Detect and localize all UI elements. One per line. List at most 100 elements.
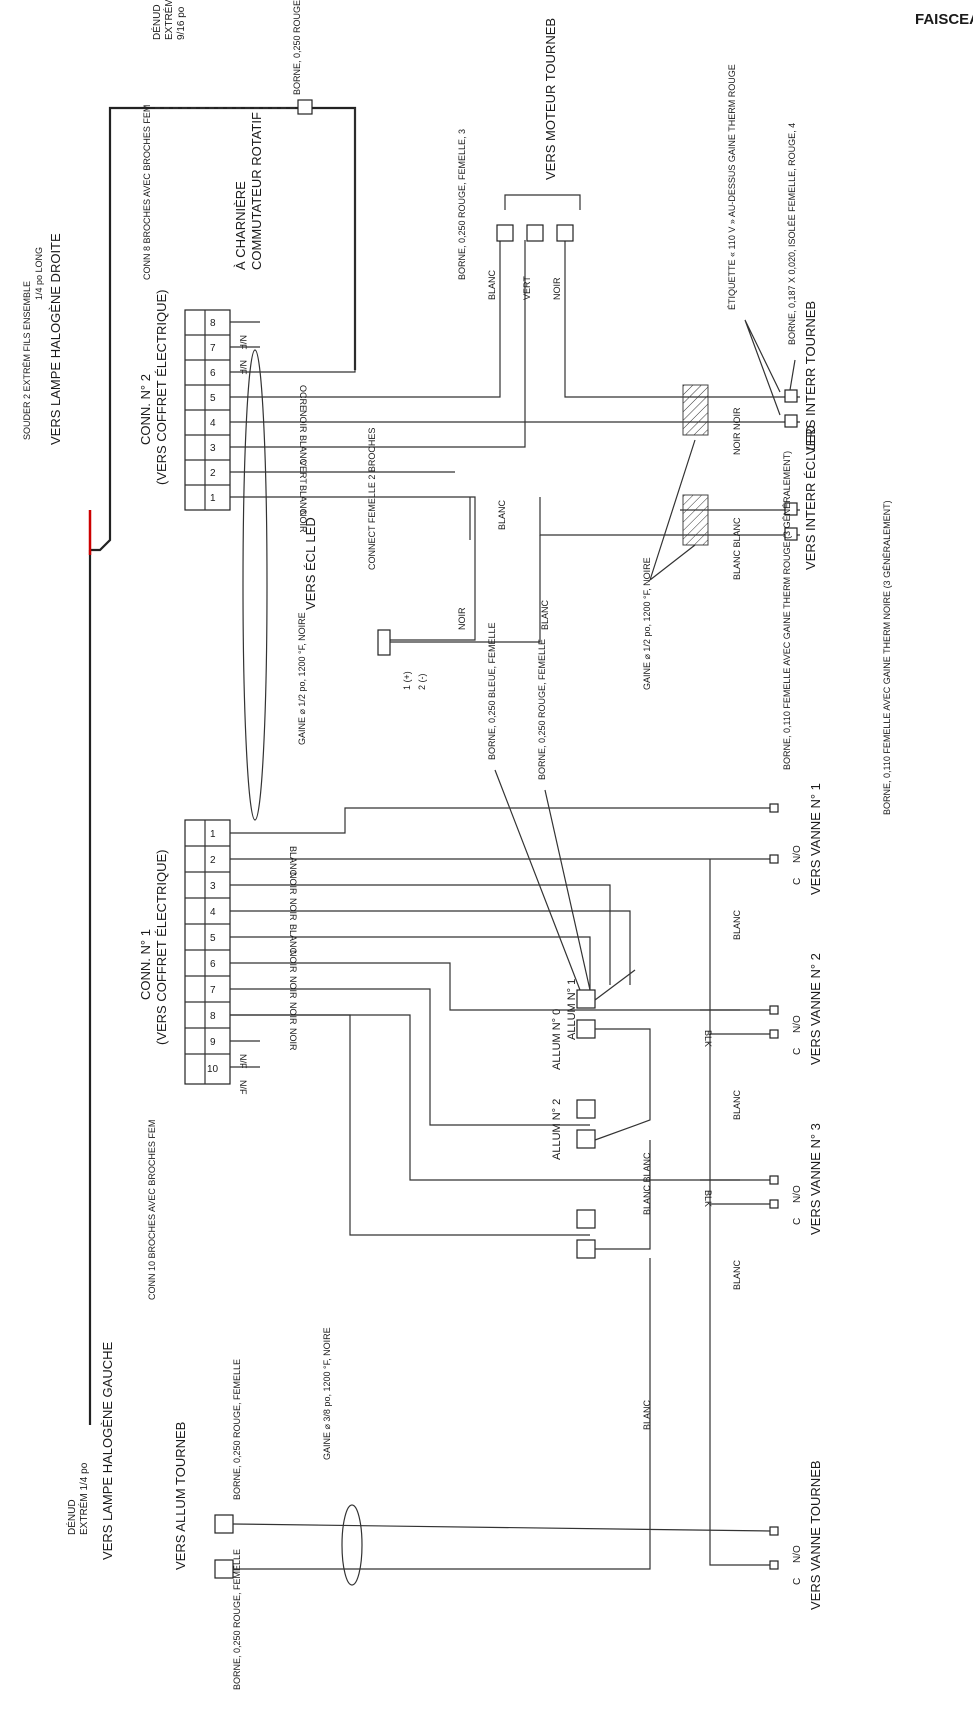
svg-text:C: C	[792, 878, 803, 885]
solder-note: SOUDER 2 EXTRÉM FILS ENSEMBLE	[22, 281, 32, 440]
svg-text:1: 1	[210, 829, 216, 840]
conn2-block	[184, 309, 231, 511]
svg-text:BLK: BLK	[703, 1190, 713, 1207]
tourneb-term-bottom: BORNE, 0,250 ROUGE, FEMELLE	[232, 1549, 242, 1690]
svg-text:6: 6	[210, 368, 216, 379]
sleeve-main-label: GAINE ⌀ 1/2 po, 1200 °F, NOIRE	[297, 612, 307, 745]
ignitor-2-label: ALLUM N° 2	[551, 1099, 563, 1160]
tourneb-wires: NOIR NOIR	[732, 407, 742, 455]
svg-text:2: 2	[210, 855, 216, 866]
svg-text:NOIR: NOIR	[288, 1028, 298, 1051]
conn2-title2: (VERS COFFRET ÉLECTRIQUE)	[154, 289, 169, 485]
svg-text:5: 5	[210, 393, 216, 404]
strip-top-1: DÉNUD	[150, 4, 163, 40]
svg-text:BLK: BLK	[703, 1030, 713, 1047]
svg-text:BLANC: BLANC	[298, 435, 308, 466]
svg-text:1: 1	[210, 493, 216, 504]
svg-text:NOIR: NOIR	[552, 277, 562, 300]
motor-terminal-1	[496, 224, 514, 242]
svg-text:NOIR: NOIR	[288, 872, 298, 895]
conn1-note: CONN 10 BROCHES AVEC BROCHES FEM	[147, 1120, 157, 1300]
led-switch-wires: BLANC BLANC	[732, 517, 742, 580]
svg-text:BLANC: BLANC	[540, 599, 550, 630]
ignitor-1-label: ALLUM N° 1	[566, 979, 578, 1040]
svg-text:2: 2	[210, 468, 216, 479]
ignitor-3a	[576, 1209, 596, 1229]
ignitor-2a	[576, 1099, 596, 1119]
svg-text:N/O: N/O	[792, 1015, 803, 1033]
bottom-sleeve	[341, 1504, 363, 1586]
ignitor-1b	[576, 1019, 596, 1039]
tourneb-ignitor-label: VERS ALLUM TOURNEB	[173, 1422, 188, 1570]
valve-term-red: BORNE, 0,250 ROUGE, FEMELLE	[537, 639, 547, 780]
tourneb-term-top: BORNE, 0,250 ROUGE, FEMELLE	[232, 1359, 242, 1500]
valve-term-therm-red: BORNE, 0,110 FEMELLE AVEC GAINE THERM RO…	[782, 451, 792, 770]
svg-text:NOIR: NOIR	[298, 510, 308, 533]
heatshrink-tourneb	[682, 384, 709, 436]
svg-text:NOIR: NOIR	[288, 898, 298, 921]
svg-text:BLANC: BLANC	[732, 1259, 742, 1290]
svg-text:N/F: N/F	[238, 360, 248, 375]
lamp-wire	[88, 106, 357, 1425]
svg-text:1 (+): 1 (+)	[402, 671, 412, 690]
svg-text:N/O: N/O	[792, 1185, 803, 1203]
valve-term-therm-black: BORNE, 0,110 FEMELLE AVEC GAINE THERM NO…	[882, 500, 892, 815]
conn2-note: CONN 8 BROCHES AVEC BROCHES FEM	[142, 105, 152, 280]
svg-text:BLANC: BLANC	[732, 1089, 742, 1120]
conn1-block	[184, 819, 231, 1085]
svg-text:BLANC: BLANC	[288, 846, 298, 877]
conn2-title1: CONN. N° 2	[138, 374, 153, 445]
valve-3: CN/O VERS VANNE N° 3	[769, 1123, 823, 1235]
svg-text:NOIR: NOIR	[298, 410, 308, 433]
lamp-right-label: VERS LAMPE HALOGÈNE DROITE	[48, 233, 63, 445]
motor-terminal-3	[556, 224, 574, 242]
svg-text:10: 10	[207, 1064, 219, 1075]
main-sleeve	[242, 349, 268, 821]
motor-label: VERS MOTEUR TOURNEB	[543, 18, 558, 180]
hinge-terminal	[297, 99, 313, 115]
svg-text:VERT: VERT	[298, 460, 308, 484]
hinge-line1: À CHARNIÈRE	[233, 181, 248, 270]
led-switch-label: VERS INTERR ÉCL LED	[803, 425, 818, 570]
lamp-left-label: VERS LAMPE HALOGÈNE GAUCHE	[100, 1342, 115, 1560]
hinge-terminal-label: BORNE, 0,250 ROUGE, FEMELLE	[292, 0, 302, 95]
tourneb-ignitor-b	[214, 1559, 234, 1579]
hinge-line2: COMMUTATEUR ROTATIF	[249, 112, 264, 270]
conn1-title1: CONN. N° 1	[138, 929, 153, 1000]
svg-text:VERS VANNE N° 2: VERS VANNE N° 2	[808, 953, 823, 1065]
svg-text:3: 3	[210, 443, 216, 454]
motor-terminal-2	[526, 224, 544, 242]
svg-text:3: 3	[210, 881, 216, 892]
svg-text:N/F: N/F	[238, 1080, 248, 1095]
svg-text:VERS VANNE N° 3: VERS VANNE N° 3	[808, 1123, 823, 1235]
svg-text:VERT: VERT	[522, 276, 532, 300]
conn1-pins: 1 2 3 4 5 6 7 8 9 10	[207, 829, 219, 1075]
tourneb-tag: ÉTIQUETTE « 110 V » AU-DESSUS GAINE THER…	[727, 64, 737, 310]
page-title: FAISCEA	[915, 11, 973, 28]
svg-text:NOIR: NOIR	[288, 976, 298, 999]
svg-text:N/O: N/O	[792, 845, 803, 863]
valve-tourneb: CN/O VERS VANNE TOURNEB	[769, 1460, 823, 1610]
ignitor-0-label: ALLUM N° 0	[551, 1009, 563, 1070]
conn2-pins: 8 7 6 5 4 3 2 1	[210, 318, 216, 504]
svg-text:VERS VANNE TOURNEB: VERS VANNE TOURNEB	[808, 1460, 823, 1610]
valve-2: CN/O VERS VANNE N° 2	[769, 953, 823, 1065]
sleeve-small-label: GAINE ⌀ 1/2 po, 1200 °F, NOIRE	[642, 557, 652, 690]
conn1-title2: (VERS COFFRET ÉLECTRIQUE)	[154, 849, 169, 1045]
svg-text:BLANC: BLANC	[732, 909, 742, 940]
svg-text:2 (-): 2 (-)	[417, 674, 427, 691]
strip-top-2: EXTRÉM	[162, 0, 175, 40]
svg-text:BLANC: BLANC	[642, 1399, 652, 1430]
svg-text:NOIR: NOIR	[288, 1002, 298, 1025]
ignitor-3b	[576, 1239, 596, 1259]
svg-text:BLANC: BLANC	[487, 269, 497, 300]
svg-text:5: 5	[210, 933, 216, 944]
heatshrink-led	[682, 494, 709, 546]
ignitor-1a	[576, 989, 596, 1009]
svg-text:9: 9	[210, 1037, 216, 1048]
svg-text:VERS VANNE N° 1: VERS VANNE N° 1	[808, 783, 823, 895]
svg-text:4: 4	[210, 907, 216, 918]
tourneb-switch-label: VERS INTERR TOURNEB	[803, 301, 818, 455]
ignitor-2b	[576, 1129, 596, 1149]
